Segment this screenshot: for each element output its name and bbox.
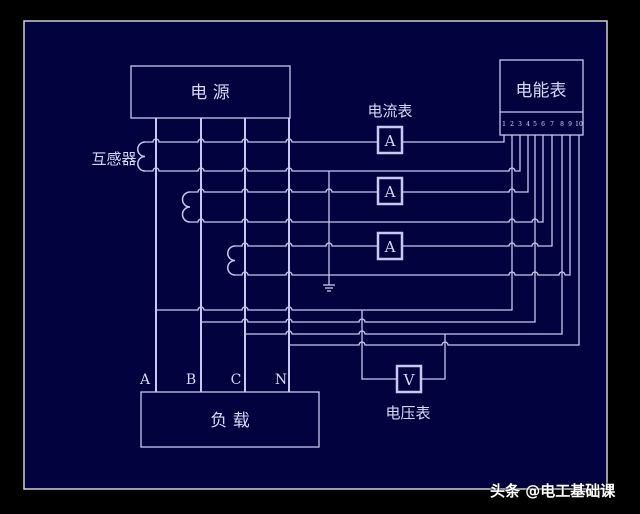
wire	[235, 133, 553, 247]
wires	[137, 118, 580, 392]
wire	[201, 133, 536, 323]
voltmeter-label: 电压表	[385, 404, 430, 422]
load-box: 负 载	[140, 391, 320, 448]
wire	[156, 133, 513, 311]
terminal-label: 4	[526, 121, 530, 128]
ammeter-a-symbol: A	[384, 132, 396, 150]
terminal-label: 1	[502, 121, 506, 128]
ammeter-b: A	[376, 176, 404, 206]
energy-meter-label: 电能表	[516, 81, 567, 101]
wire	[245, 133, 563, 335]
ammeter-c: A	[376, 231, 404, 261]
current-transformer-coil-icon	[181, 191, 191, 223]
load-label: 负 载	[210, 411, 249, 431]
voltmeter: V	[395, 364, 423, 394]
terminal-label: 8	[560, 121, 564, 128]
ammeter-c-symbol: A	[384, 238, 396, 256]
wire	[190, 133, 529, 193]
phase-label-a: A	[139, 372, 151, 388]
current-transformer-coil-icon	[137, 141, 146, 172]
wire	[289, 133, 580, 346]
terminal-label: 9	[568, 121, 572, 128]
voltmeter-symbol: V	[403, 371, 416, 389]
voltmeter-wire	[361, 310, 397, 380]
wire	[145, 133, 521, 172]
wire	[190, 133, 544, 223]
ammeter-a: A	[376, 125, 404, 155]
ammeter-group-label: 电流表	[367, 102, 412, 120]
voltmeter-wire	[421, 334, 446, 380]
terminal-label: 3	[518, 121, 522, 128]
terminal-label: 10	[575, 121, 583, 128]
watermark: 头条 @电工基础课	[490, 482, 616, 500]
wire	[235, 133, 571, 276]
current-transformer-label: 互感器	[91, 150, 136, 168]
phase-label-b: B	[186, 372, 196, 388]
power-source-box: 电 源	[130, 65, 291, 119]
ammeter-b-symbol: A	[384, 183, 396, 201]
terminal-label: 5	[533, 121, 537, 128]
terminal-label: 7	[550, 121, 554, 128]
terminal-label: 2	[510, 121, 514, 128]
phase-label-c: C	[231, 372, 242, 388]
phase-label-n: N	[275, 372, 287, 388]
terminal-label: 6	[541, 121, 545, 128]
current-transformer-coil-icon	[227, 245, 236, 276]
wire	[145, 133, 505, 143]
power-source-label: 电 源	[190, 83, 229, 103]
